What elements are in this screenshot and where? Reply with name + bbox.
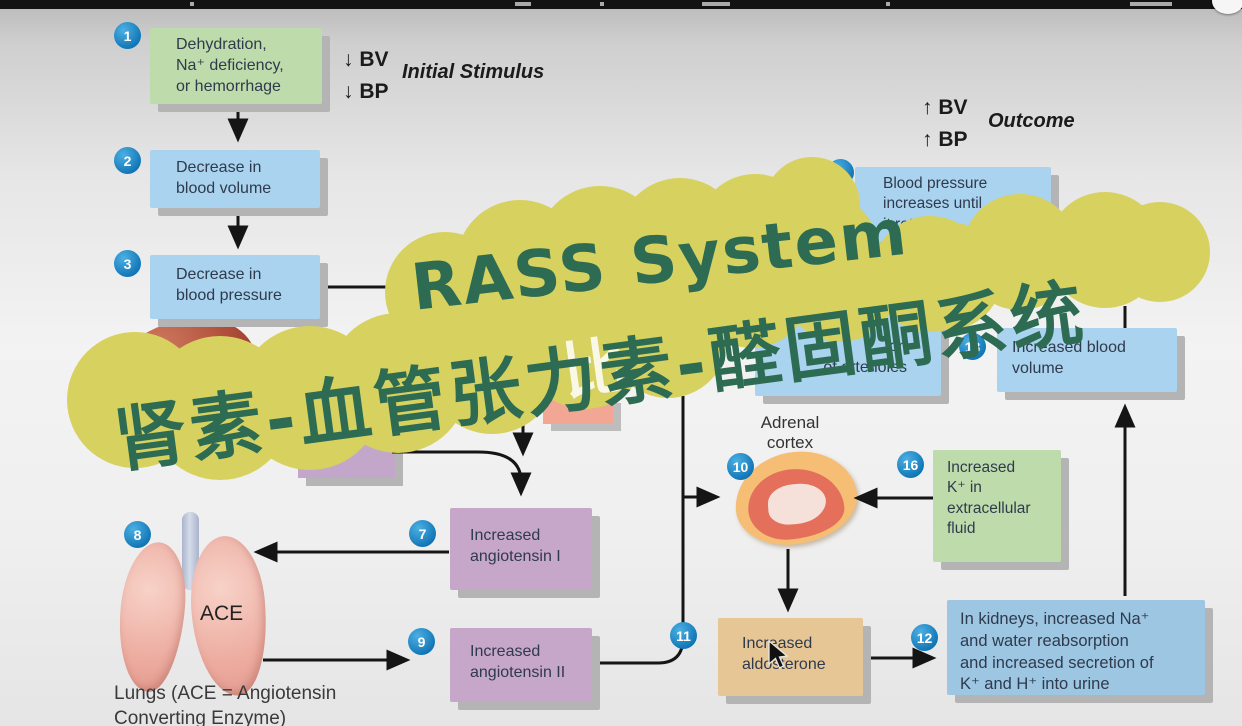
step-badge-3: 3 xyxy=(114,250,141,277)
title-bar-text-fragment xyxy=(886,2,890,6)
box-aldosterone-text: Increased aldosterone xyxy=(742,635,826,674)
step-badge-8: 8 xyxy=(124,521,151,548)
box-potassium-text: Increased K⁺ in extracellular fluid xyxy=(947,459,1031,538)
step-badge-12: 12 xyxy=(911,624,938,651)
title-bar-text-fragment xyxy=(702,2,730,6)
step-badge-13: 13 xyxy=(959,333,986,360)
title-bar-text-fragment xyxy=(1130,2,1172,6)
step-badge-1: 1 xyxy=(114,22,141,49)
box-kidneys: In kidneys, increased Na⁺ and water reab… xyxy=(947,600,1205,695)
box-angiotensin-2: Increased angiotensin II xyxy=(450,628,592,702)
box-angiotensin-1-text: Increased angiotensin I xyxy=(470,527,561,566)
box-decrease-blood-volume-text: Decrease in blood volume xyxy=(176,159,272,198)
box-decrease-blood-pressure: Decrease in blood pressure xyxy=(150,255,320,319)
box-kidneys-text: In kidneys, increased Na⁺ and water reab… xyxy=(960,610,1154,694)
box-decrease-blood-pressure-text: Decrease in blood pressure xyxy=(176,266,282,305)
step-badge-10: 10 xyxy=(727,453,754,480)
box-decrease-blood-volume: Decrease in blood volume xyxy=(150,150,320,208)
mouse-cursor xyxy=(768,640,789,669)
box-blood-pressure-returns-text: Blood pressure increases until it ret xyxy=(883,175,988,233)
title-bar-text-fragment xyxy=(190,2,194,6)
adrenal-cortex-label: Adrenal cortex xyxy=(760,413,820,452)
bp-up-label: ↑ BP xyxy=(922,128,968,151)
box-aldosterone: Increased aldosterone xyxy=(718,618,863,696)
banner-blob xyxy=(1110,202,1210,302)
step-badge-9: 9 xyxy=(408,628,435,655)
initial-stimulus-label: Initial Stimulus xyxy=(402,61,545,83)
lungs-caption: Lungs (ACE = Angiotensin Converting Enzy… xyxy=(114,683,337,726)
step-badge-7: 7 xyxy=(409,520,436,547)
step-badge-11: 11 xyxy=(670,622,697,649)
title-bar-text-fragment xyxy=(600,2,604,6)
box-arterioles-text: …on of arterioles xyxy=(823,338,907,377)
line-9-up xyxy=(592,396,685,665)
box-angiotensin-2-text: Increased angiotensin II xyxy=(470,643,566,682)
step-badge-16: 16 xyxy=(897,451,924,478)
title-bar-text-fragment xyxy=(515,2,531,6)
bv-up-label: ↑ BV xyxy=(922,96,968,119)
bv-down-label: ↓ BV xyxy=(343,48,389,71)
video-title-bar xyxy=(0,0,1242,9)
box-increased-blood-volume-text: Increased blood volume xyxy=(1012,339,1126,378)
box-potassium: Increased K⁺ in extracellular fluid xyxy=(933,450,1061,562)
bp-down-label: ↓ BP xyxy=(343,80,389,103)
video-scrubber-handle[interactable] xyxy=(1212,0,1242,14)
arrow-to-7 xyxy=(392,450,532,497)
box-dehydration: Dehydration, Na⁺ deficiency, or hemorrha… xyxy=(150,28,322,104)
lungs-illustration xyxy=(113,512,273,702)
step-badge-2: 2 xyxy=(114,147,141,174)
box-dehydration-text: Dehydration, Na⁺ deficiency, or hemorrha… xyxy=(176,36,284,96)
box-increased-blood-volume: Increased blood volume xyxy=(997,328,1177,392)
outcome-label: Outcome xyxy=(988,110,1075,132)
ace-label: ACE xyxy=(200,602,244,625)
box-angiotensin-1: Increased angiotensin I xyxy=(450,508,592,590)
